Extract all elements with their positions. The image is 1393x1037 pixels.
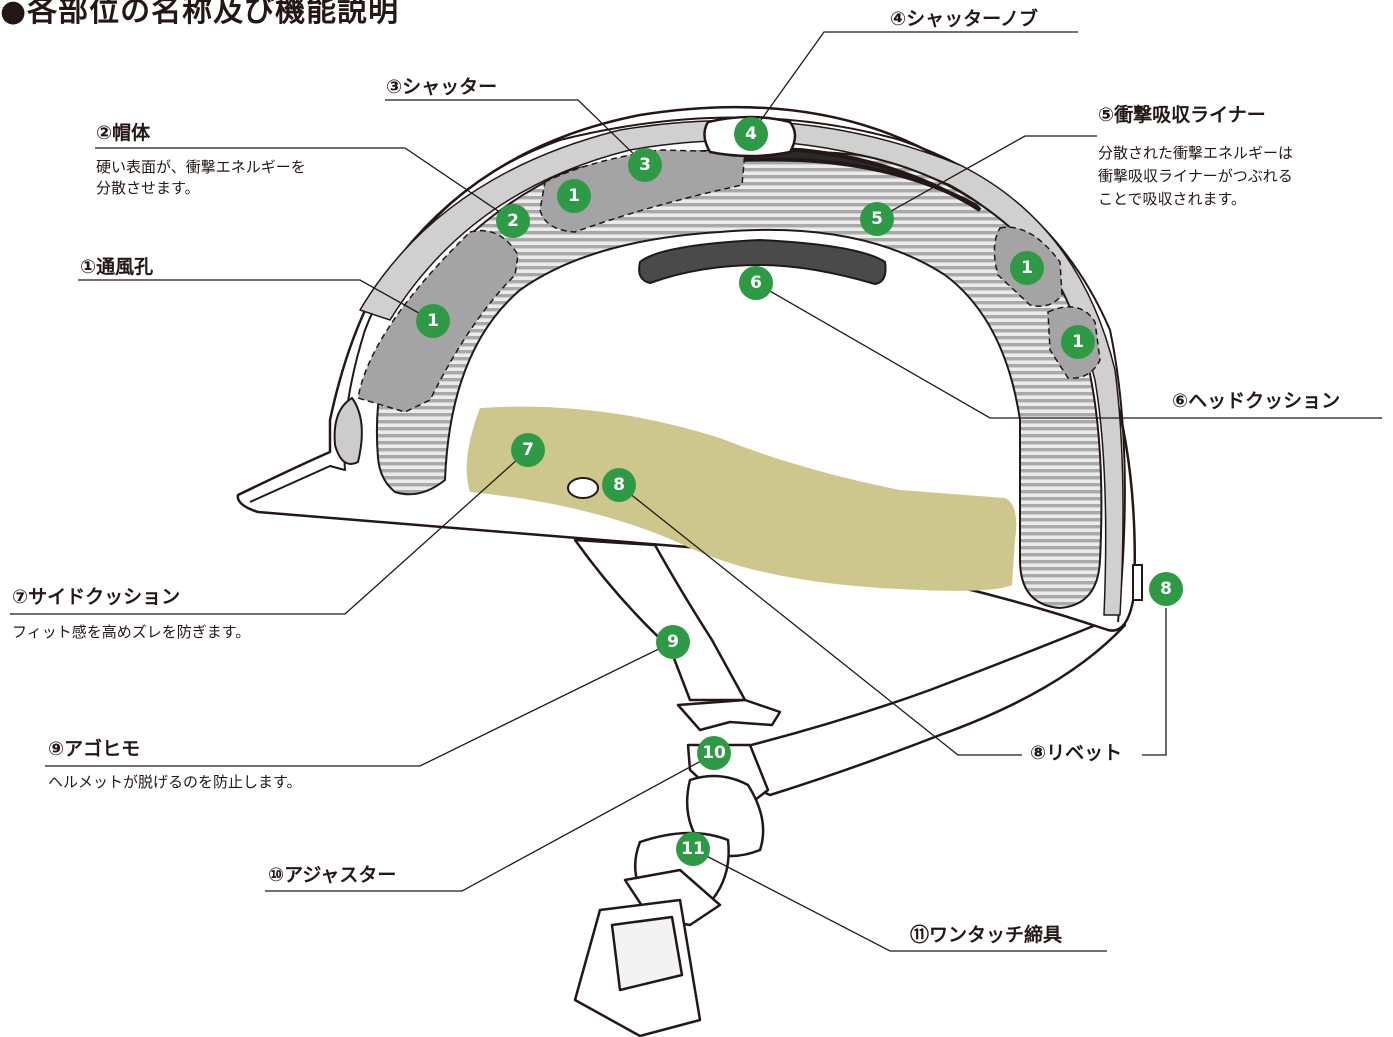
svg-text:8: 8: [1160, 579, 1172, 599]
badge-2: 2: [496, 204, 530, 238]
page-title: ●各部位の名称及び機能説明: [0, 0, 400, 29]
svg-text:9: 9: [667, 632, 679, 652]
badge-6: 6: [739, 266, 773, 300]
svg-text:8: 8: [613, 475, 625, 495]
svg-text:5: 5: [871, 209, 883, 229]
leader-lines: [10, 31, 1382, 952]
badge-9: 9: [656, 625, 690, 659]
svg-text:7: 7: [522, 440, 534, 460]
label-buckle: ⑪ワンタッチ締具: [910, 924, 1063, 946]
rivet-drawing: [567, 477, 599, 499]
badge-4: 4: [734, 117, 768, 151]
svg-text:1: 1: [568, 186, 580, 206]
desc-side-cushion: フィット感を高めズレを防ぎます。: [12, 623, 251, 641]
badge-1d: 1: [1061, 325, 1095, 359]
liner-drawing: [375, 149, 1103, 610]
svg-text:2: 2: [507, 211, 519, 231]
side-cushion-drawing: [466, 406, 1017, 591]
desc-shell-line1: 硬い表面が、衝撃エネルギーを: [96, 158, 306, 176]
label-liner: ⑤衝撃吸収ライナー: [1098, 104, 1266, 126]
label-rivet: ⑧リベット: [1030, 742, 1123, 764]
label-adjuster: ⑩アジャスター: [268, 864, 397, 886]
chin-strap-drawing: [573, 538, 1127, 1037]
label-chin-strap: ⑨アゴヒモ: [48, 738, 141, 760]
svg-text:1: 1: [1072, 332, 1084, 352]
label-vent: ①通風孔: [80, 256, 154, 278]
label-head-cushion: ⑥ヘッドクッション: [1172, 390, 1341, 412]
badge-3: 3: [628, 148, 662, 182]
badge-1c: 1: [1010, 251, 1044, 285]
desc-liner-line1: 分散された衝撃エネルギーは: [1098, 144, 1294, 162]
head-cushion-drawing: [638, 238, 887, 286]
label-shutter-knob: ④シャッターノブ: [890, 8, 1038, 30]
desc-chin-strap: ヘルメットが脱げるのを防止します。: [48, 773, 302, 791]
badge-10: 10: [697, 736, 731, 770]
svg-text:3: 3: [639, 155, 651, 175]
badge-1a: 1: [416, 304, 450, 338]
svg-text:4: 4: [745, 124, 757, 144]
desc-liner-line2: 衝撃吸収ライナーがつぶれる: [1098, 167, 1293, 185]
svg-text:1: 1: [427, 311, 439, 331]
desc-liner-line3: ことで吸収されます。: [1098, 190, 1247, 208]
svg-text:11: 11: [681, 839, 705, 859]
svg-text:10: 10: [702, 743, 726, 763]
badge-1b: 1: [557, 179, 591, 213]
svg-text:6: 6: [750, 273, 762, 293]
svg-text:1: 1: [1021, 258, 1033, 278]
badge-8a: 8: [602, 468, 636, 502]
badge-7: 7: [511, 433, 545, 467]
rear-rivet-drawing: [1132, 564, 1143, 601]
label-shutter: ③シャッター: [386, 76, 498, 98]
badge-11: 11: [676, 832, 710, 866]
label-shell: ②帽体: [96, 122, 151, 144]
label-side-cushion: ⑦サイドクッション: [12, 586, 181, 608]
desc-shell-line2: 分散させます。: [96, 179, 200, 197]
badge-8b: 8: [1149, 572, 1183, 606]
badge-5: 5: [860, 202, 894, 236]
